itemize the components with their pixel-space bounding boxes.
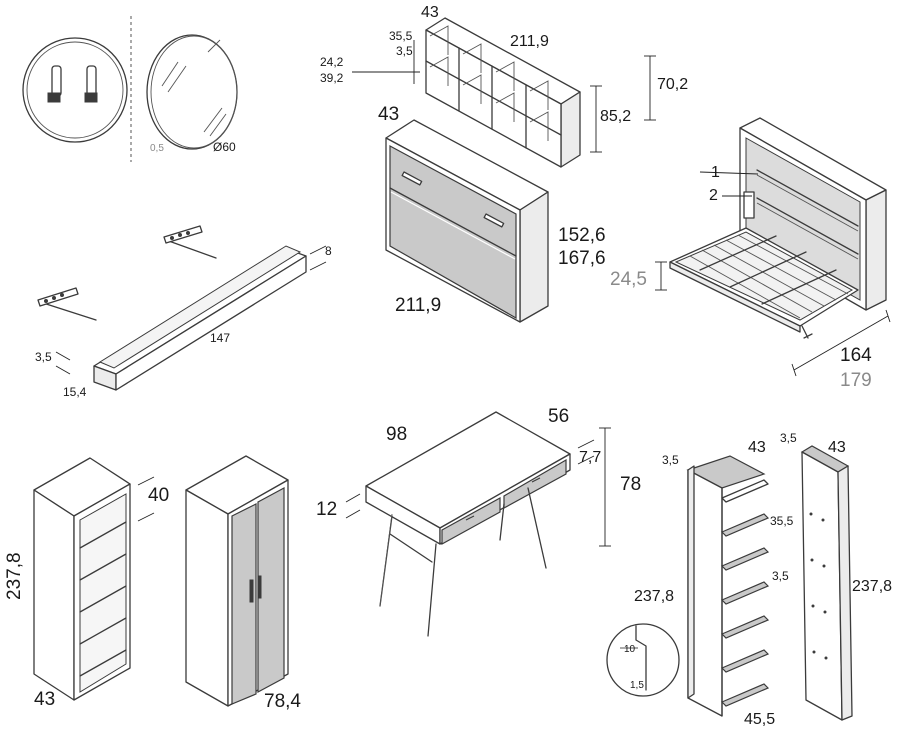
cube-shelf-unit: 43 211,9 35,5 3,5 24,2 39,2 85,2 70,2 [320,4,688,168]
shelf-width-label: 211,9 [510,33,549,50]
shelf-top-thickness-label: 35,5 [389,29,413,43]
bookcase-height-label: 237,8 [4,552,25,600]
wall-shelf-thickness-label: 3,5 [35,350,52,364]
desk-drawer-height-label: 7,7 [579,449,601,466]
mirror-thickness-label: 0,5 [150,143,164,154]
two-door-wardrobe: 78,4 [185,455,301,712]
open-bookcase: 40 237,8 43 [4,457,169,710]
panel-depth-label: 43 [828,439,846,456]
detail-b-label: 1,5 [630,680,644,691]
bed-depth-label: 43 [378,104,399,125]
wall-shelf-depth-label: 15,4 [63,385,87,399]
shelf-gap-a-label: 24,2 [320,55,344,69]
mirror-diameter-label: Ø60 [213,140,236,154]
shelf-inner-height-label: 70,2 [657,76,688,93]
detail-magnifier [606,623,680,697]
shelf-outer-height-label: 85,2 [600,108,631,125]
bed-height-a-label: 152,6 [558,225,606,246]
panel-thickness-label: 3,5 [780,431,797,445]
desk-height-label: 78 [620,474,641,495]
round-mirror: 0,5 Ø60 [146,34,238,154]
shelf-depth-label: 43 [421,4,439,21]
wall-shelf-length-label: 147 [210,331,230,345]
bed-leg-height-label: 24,5 [610,269,647,290]
column-height-label: 237,8 [634,588,674,605]
floating-wall-shelf: 8 147 3,5 15,4 [35,225,332,399]
detail-a-label: 10 [624,644,636,655]
mirror-with-sconces [22,37,128,143]
bed-height-b-label: 167,6 [558,248,606,269]
folding-bed-open: 1 2 24,5 164 179 [610,117,891,391]
column-shelf-gap-label: 35,5 [770,514,794,528]
bed-length-a-label: 164 [840,345,872,366]
wardrobe-width-label: 78,4 [264,691,301,712]
desk-width-label: 98 [386,424,407,445]
callout-1-label: 1 [711,164,720,181]
desk-depth-label: 56 [548,406,569,427]
shelf-board-label: 3,5 [396,44,413,58]
column-side-thickness-label: 3,5 [662,453,679,467]
bed-width-label: 211,9 [395,295,441,316]
shelf-gap-b-label: 39,2 [320,71,344,85]
folding-bed-cabinet-closed: 43 211,9 152,6 167,6 [378,104,606,323]
callout-2-label: 2 [709,187,718,204]
writing-desk: 98 56 7,7 78 12 [316,406,641,637]
bookcase-width-label: 43 [34,689,55,710]
desk-top-thickness-label: 12 [316,499,337,520]
wall-shelf-height-label: 8 [325,244,332,258]
column-shelf-unit: 3,5 43 35,5 3,5 237,8 45,5 10 1,5 [606,439,794,728]
panel-height-label: 237,8 [852,578,892,595]
column-width-label: 45,5 [744,711,775,728]
bed-length-b-label: 179 [840,370,872,391]
side-panel: 3,5 43 237,8 [780,431,892,721]
column-shelf-thickness-label: 3,5 [772,569,789,583]
bookcase-depth-label: 40 [148,485,169,506]
column-depth-label: 43 [748,439,766,456]
